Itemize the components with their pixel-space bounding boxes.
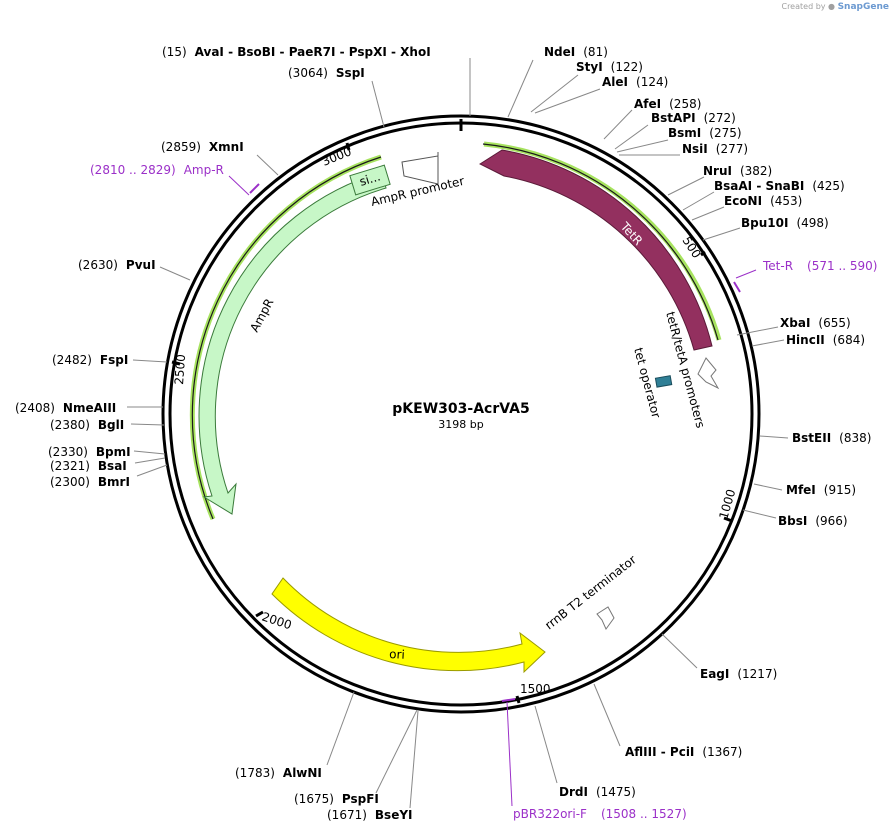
enzyme-nsii: NsiI(277) xyxy=(682,142,748,156)
plasmid-length: 3198 bp xyxy=(438,418,483,431)
enzyme-xhoi-group: (15)AvaI - BsoBI - PaeR7I - PspXI - XhoI xyxy=(162,45,431,59)
enzyme-bbsi: BbsI(966) xyxy=(778,514,848,528)
enzyme-ndei: NdeI(81) xyxy=(544,45,608,59)
enzyme-bsmi: BsmI(275) xyxy=(668,126,742,140)
primer-pbr322ori-f: pBR322ori-F(1508 .. 1527) xyxy=(513,807,687,821)
enzyme-xbai: XbaI(655) xyxy=(780,316,851,330)
enzyme-bmri: (2300)BmrI xyxy=(50,475,130,489)
enzyme-alei: AleI(124) xyxy=(602,75,668,89)
snapgene-logo-icon: ● xyxy=(828,2,836,11)
signal-sequence-feature[interactable] xyxy=(349,164,391,196)
ori-label: ori xyxy=(389,647,405,662)
enzyme-pspfi: (1675)PspFI xyxy=(294,792,379,806)
enzyme-drdi: DrdI(1475) xyxy=(559,785,636,799)
plasmid-name: pKEW303-AcrVA5 xyxy=(392,401,529,417)
enzyme-hincii: HincII(684) xyxy=(786,333,865,347)
primer-amp-r: (2810 .. 2829)Amp-R xyxy=(90,163,224,177)
enzyme-bsteii: BstEII(838) xyxy=(792,431,871,445)
ampr-label: AmpR xyxy=(247,296,276,334)
snapgene-brand: Created by ● SnapGene xyxy=(781,2,889,12)
tetr-feature[interactable] xyxy=(478,149,713,351)
rrnb-terminator-label: rrnB T2 terminator xyxy=(542,553,639,633)
tick-1500: 1500 xyxy=(520,682,551,696)
enzyme-xmni: (2859)XmnI xyxy=(161,140,244,154)
signal-sequence-label: si... xyxy=(358,169,382,189)
enzyme-bseyi: (1671)BseYI xyxy=(327,808,413,822)
enzyme-sspi: (3064)SspI xyxy=(288,66,365,80)
brand-prefix: Created by xyxy=(781,2,826,11)
backbone-outer-ring xyxy=(161,114,761,714)
enzyme-mfei: MfeI(915) xyxy=(786,483,856,497)
enzyme-bsaai-snabi: BsaAI - SnaBI(425) xyxy=(714,179,845,193)
enzyme-nrui: NruI(382) xyxy=(703,164,772,178)
enzyme-bsai: (2321)BsaI xyxy=(50,459,127,473)
rrnb-terminator-feature[interactable] xyxy=(596,606,615,630)
enzyme-econi: EcoNI(453) xyxy=(724,194,802,208)
ori-feature[interactable] xyxy=(271,577,546,674)
enzyme-alwni: (1783)AlwNI xyxy=(235,766,322,780)
enzyme-nmeaiii: (2408)NmeAIII xyxy=(15,401,116,415)
tetr-tetA-promoters-feature[interactable] xyxy=(697,357,720,390)
enzyme-fspi: (2482)FspI xyxy=(52,353,128,367)
enzyme-pvui: (2630)PvuI xyxy=(78,258,156,272)
enzyme-bstapi: BstAPI(272) xyxy=(651,111,736,125)
tick-2500: 2500 xyxy=(172,354,188,385)
ampr-strand-line xyxy=(191,156,382,520)
enzyme-bpu10i: Bpu10I(498) xyxy=(741,216,829,230)
enzyme-styi: StyI(122) xyxy=(576,60,643,74)
enzyme-bpmi: (2330)BpmI xyxy=(48,445,131,459)
enzyme-bgli: (2380)BglI xyxy=(50,418,124,432)
ampr-feature[interactable] xyxy=(198,171,387,515)
enzyme-afei: AfeI(258) xyxy=(634,97,701,111)
tetr-strand-line xyxy=(482,143,719,341)
enzyme-afliii-pcii: AflIII - PciI(1367) xyxy=(625,745,742,759)
primer-marks xyxy=(228,175,757,807)
enzyme-leader-lines xyxy=(127,58,789,809)
ampr-promoter-feature[interactable] xyxy=(401,152,439,185)
enzyme-eagi: EagI(1217) xyxy=(700,667,777,681)
brand-name: SnapGene xyxy=(837,2,889,12)
primer-tet-r: Tet-R(571 .. 590) xyxy=(762,259,877,273)
tet-operator-feature[interactable] xyxy=(654,375,673,388)
